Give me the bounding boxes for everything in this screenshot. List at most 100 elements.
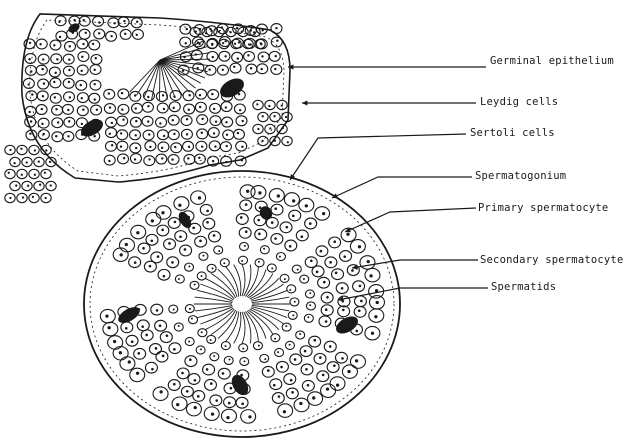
cell <box>287 285 296 293</box>
cell-nucleus <box>9 197 11 199</box>
cell-nucleus <box>346 233 349 236</box>
cell <box>272 393 284 404</box>
cell-nucleus <box>297 269 299 271</box>
pointer-line <box>352 260 478 268</box>
cell-nucleus <box>29 132 31 134</box>
cell <box>292 265 301 273</box>
cell-nucleus <box>333 364 336 367</box>
cell-nucleus <box>313 339 316 342</box>
cell <box>239 256 248 264</box>
cell-nucleus <box>277 351 279 353</box>
cell-nucleus <box>291 391 294 394</box>
cell <box>186 402 201 416</box>
cell <box>327 362 339 373</box>
cell-nucleus <box>41 123 43 125</box>
cell-nucleus <box>55 108 57 110</box>
cell-nucleus <box>358 309 361 312</box>
cell-nucleus <box>260 68 262 70</box>
cell <box>260 246 269 254</box>
cell-nucleus <box>280 366 283 369</box>
cell <box>137 320 149 331</box>
cell-nucleus <box>225 106 227 108</box>
cell-nucleus <box>110 35 112 37</box>
cell-nucleus <box>98 21 100 23</box>
cell-nucleus <box>39 184 41 186</box>
cell-nucleus <box>355 359 358 362</box>
cell-nucleus <box>30 120 32 122</box>
cell-nucleus <box>54 72 56 74</box>
cell <box>330 377 345 391</box>
cell-nucleus <box>257 128 259 130</box>
cell-nucleus <box>156 309 159 312</box>
cell-nucleus <box>145 334 148 337</box>
cell-nucleus <box>187 157 189 159</box>
cell-nucleus <box>201 118 203 120</box>
cell-nucleus <box>43 133 45 135</box>
cell <box>269 189 284 203</box>
cell-nucleus <box>322 374 325 377</box>
cell-nucleus <box>189 308 191 310</box>
cell <box>50 93 61 103</box>
pointer-arrowheads <box>288 64 358 301</box>
cell-nucleus <box>195 31 197 33</box>
cell-nucleus <box>131 340 134 343</box>
cell-nucleus <box>59 36 61 38</box>
cell-nucleus <box>189 358 192 361</box>
cell-nucleus <box>173 348 176 351</box>
cell <box>63 66 74 76</box>
cell <box>156 117 167 127</box>
cell-nucleus <box>214 145 216 147</box>
cell <box>204 379 216 390</box>
cell-nucleus <box>45 149 47 151</box>
cell-nucleus <box>320 250 323 253</box>
cell-nucleus <box>273 115 275 117</box>
cell <box>185 356 197 367</box>
label-secondary-spermatocyte: Secondary spermatocyte <box>480 254 623 266</box>
cell-nucleus <box>20 148 22 150</box>
cell <box>151 252 163 263</box>
sperm-tail <box>205 309 234 330</box>
cell-nucleus <box>201 275 203 277</box>
cell-nucleus <box>135 120 137 122</box>
cell <box>276 252 285 260</box>
cell-nucleus <box>198 43 200 45</box>
cell <box>90 80 101 90</box>
cell-nucleus <box>274 68 276 70</box>
cell-nucleus <box>213 355 215 357</box>
cell <box>118 154 129 164</box>
cell-nucleus <box>245 230 248 233</box>
cell-nucleus <box>242 120 244 122</box>
cell-nucleus <box>213 234 216 237</box>
cell-nucleus <box>53 44 55 46</box>
cell <box>22 181 32 190</box>
label-leydig-cells: Leydig cells <box>480 96 558 108</box>
cell-nucleus <box>173 383 176 386</box>
cell-nucleus <box>229 359 231 361</box>
cell-nucleus <box>218 31 220 33</box>
cell <box>304 314 313 322</box>
cell-nucleus <box>225 121 227 123</box>
cell-nucleus <box>178 278 180 280</box>
cell <box>224 356 233 364</box>
cell-nucleus <box>301 235 304 238</box>
cell-nucleus <box>237 132 239 134</box>
cell-nucleus <box>9 149 11 151</box>
cell <box>131 103 142 113</box>
cell-nucleus <box>359 285 362 288</box>
cell <box>50 78 61 88</box>
cell-nucleus <box>125 327 128 330</box>
cell-nucleus <box>289 344 291 346</box>
cell-nucleus <box>42 58 44 60</box>
cell-nucleus <box>257 219 260 222</box>
cell-nucleus <box>274 237 277 240</box>
cell-nucleus <box>325 320 328 323</box>
cell-nucleus <box>224 55 226 57</box>
upper-tubule-sperm-tails <box>130 41 210 100</box>
cell <box>34 181 44 190</box>
cell-nucleus <box>222 42 224 44</box>
cell-nucleus <box>289 245 292 248</box>
cell-nucleus <box>141 325 144 328</box>
cell-nucleus <box>147 96 149 98</box>
cell-nucleus <box>43 82 45 84</box>
sperm-tail <box>248 310 273 335</box>
